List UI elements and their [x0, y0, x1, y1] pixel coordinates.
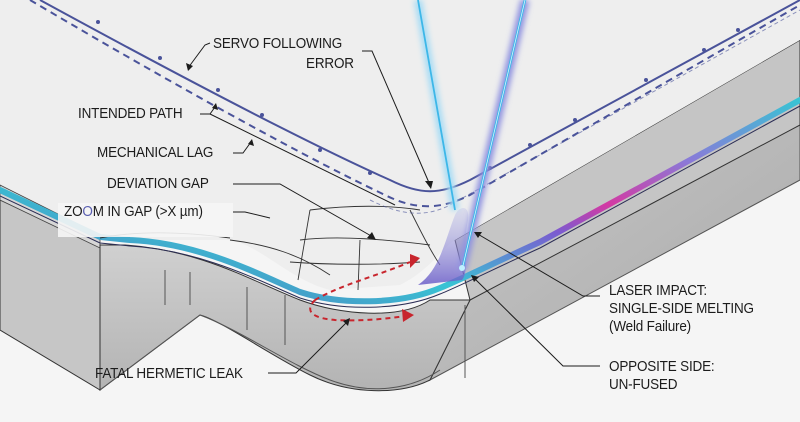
laser-beam-right — [457, 0, 530, 272]
label-opposite-line1: OPPOSITE SIDE: — [609, 358, 715, 375]
leak-arrow-upper — [314, 261, 411, 301]
leader-servo-error — [362, 50, 431, 186]
label-servo-line2: ERROR — [306, 55, 354, 72]
magnifier-ring-icon: O — [82, 203, 93, 220]
label-fatal-leak: FATAL HERMETIC LEAK — [95, 365, 243, 382]
leader-mechanical-lag — [233, 141, 252, 154]
leader-arrowheads — [186, 63, 482, 326]
label-laser-line3: (Weld Failure) — [609, 318, 692, 335]
leader-zoom-gap — [233, 211, 271, 219]
label-servo-line1: SERVO FOLLOWING — [213, 35, 343, 52]
weld-seam — [0, 97, 800, 305]
intended-path-line — [29, 0, 800, 208]
laser-beam-left — [414, 0, 459, 211]
label-zoom-gap-z: Z — [64, 203, 73, 220]
leak-arrow-lower — [309, 299, 406, 322]
melt-region — [418, 208, 469, 285]
leader-intended-main — [209, 113, 396, 206]
servo-path-line — [39, 0, 800, 193]
weld-seam-edge — [0, 105, 800, 308]
leader-deviation-gap — [233, 183, 374, 238]
label-laser-line2: SINGLE-SIDE MELTING — [609, 300, 754, 317]
leader-fatal-leak — [268, 320, 349, 374]
leader-servo — [187, 42, 211, 69]
leader-laser-impact — [475, 232, 600, 297]
label-deviation-gap: DEVIATION GAP — [107, 175, 209, 192]
leak-arrow-lower-head — [402, 309, 414, 322]
label-laser-line1: LASER IMPACT: — [609, 282, 707, 299]
label-zoom-gap: ZOOM IN GAP (>X µm) — [64, 203, 203, 220]
leader-opposite-side — [472, 276, 600, 367]
label-zoom-gap-rest: M IN GAP (>X µm) — [92, 203, 203, 220]
label-opposite-line2: UN-FUSED — [609, 376, 678, 393]
front-wall-inner — [99, 314, 441, 391]
leak-arrow-upper-head — [410, 254, 420, 268]
label-intended-path: INTENDED PATH — [78, 105, 183, 122]
leader-lines — [187, 42, 600, 374]
label-mechanical-lag: MECHANICAL LAG — [97, 144, 214, 161]
label-zoom-gap-o1: O — [72, 203, 83, 220]
servo-path-dots — [96, 20, 740, 175]
laser-impact-point — [459, 265, 465, 271]
zoom-gap-label-backdrop — [58, 203, 233, 237]
